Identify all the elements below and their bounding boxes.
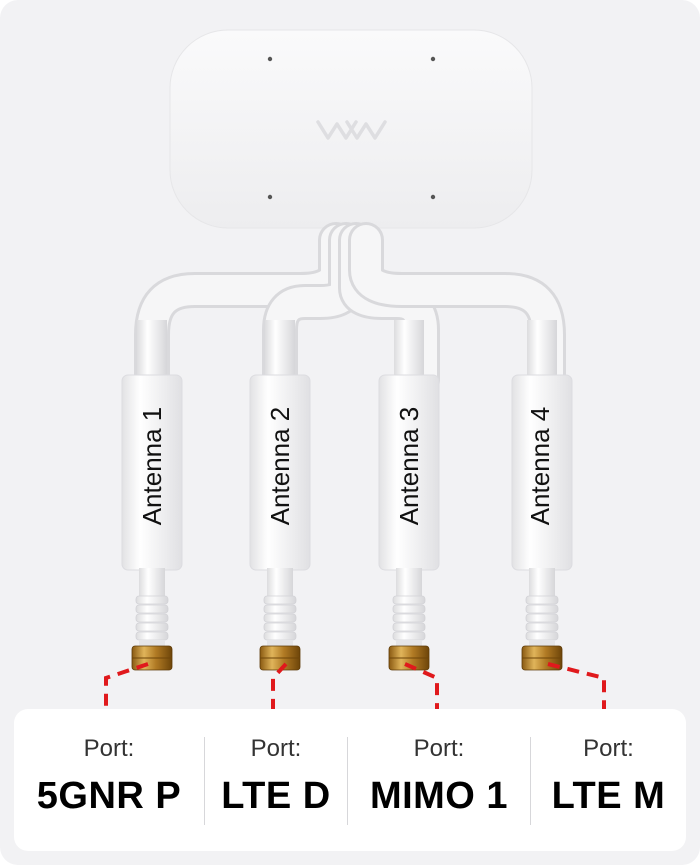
connector-neck: [529, 640, 555, 648]
cable-lower-1: [139, 568, 165, 598]
cables: [134, 222, 566, 398]
strain-relief-ring: [525, 631, 559, 641]
port-2-caption: Port:: [250, 735, 302, 762]
strain-relief-ring: [263, 613, 297, 623]
port-3-caption: Port:: [413, 735, 465, 762]
port-divider: [530, 737, 531, 825]
port-3-value: MIMO 1: [369, 775, 509, 817]
strain-relief-ring: [263, 604, 297, 614]
port-4-caption: Port:: [583, 735, 634, 762]
strain-relief-ring: [525, 595, 559, 605]
strain-relief-ring: [263, 622, 297, 632]
cable-segment-2: [265, 320, 295, 380]
antenna-1-label: Antenna 1: [137, 406, 167, 526]
strain-relief-ring: [135, 595, 169, 605]
cable-segment-3: [394, 320, 424, 380]
port-4: Port: LTE M: [531, 709, 686, 851]
antenna-columns: [104, 320, 606, 722]
strain-relief-ring: [392, 604, 426, 614]
antenna-2-label: Antenna 2: [265, 406, 295, 526]
cable-lower-3: [396, 568, 422, 598]
connector-neck: [139, 640, 165, 648]
strain-relief-ring: [392, 595, 426, 605]
strain-relief-ring: [525, 604, 559, 614]
strain-relief-ring: [135, 613, 169, 623]
strain-relief-ring: [392, 631, 426, 641]
strain-relief-ring: [525, 613, 559, 623]
leader-line-3: [404, 662, 439, 722]
ports-panel: Port: 5GNR P Port: LTE D Port: MIMO 1 Po…: [14, 709, 686, 851]
strain-relief-ring: [392, 622, 426, 632]
antenna-3-label: Antenna 3: [394, 406, 424, 526]
connector-neck: [267, 640, 293, 648]
screw: [267, 194, 273, 200]
strain-relief-ring: [392, 613, 426, 623]
strain-relief-ring: [263, 631, 297, 641]
screw: [430, 194, 436, 200]
screw: [267, 56, 273, 62]
screw: [430, 56, 436, 62]
strain-relief-ring: [135, 631, 169, 641]
leader-line-4: [547, 662, 606, 722]
strain-relief-ring: [135, 622, 169, 632]
port-3: Port: MIMO 1: [348, 709, 530, 851]
cable-segment-4: [527, 320, 557, 380]
strain-relief-ring: [525, 622, 559, 632]
port-2-value: LTE D: [221, 775, 331, 817]
leader-line-1: [104, 662, 149, 722]
port-1-value: 5GNR P: [36, 775, 182, 817]
cable-segment-1: [137, 320, 167, 380]
port-divider: [347, 737, 348, 825]
strain-relief-ring: [135, 604, 169, 614]
cable-lower-4: [529, 568, 555, 598]
port-1-caption: Port:: [83, 735, 135, 762]
port-4-value: LTE M: [551, 775, 666, 817]
port-2: Port: LTE D: [205, 709, 347, 851]
cable-lower-2: [267, 568, 293, 598]
port-1: Port: 5GNR P: [14, 709, 204, 851]
antenna-4-label: Antenna 4: [525, 406, 555, 526]
strain-relief-ring: [263, 595, 297, 605]
brand-logo-icon: [316, 120, 387, 140]
connector-neck: [396, 640, 422, 648]
port-divider: [204, 737, 205, 825]
leader-line-2: [271, 662, 288, 722]
